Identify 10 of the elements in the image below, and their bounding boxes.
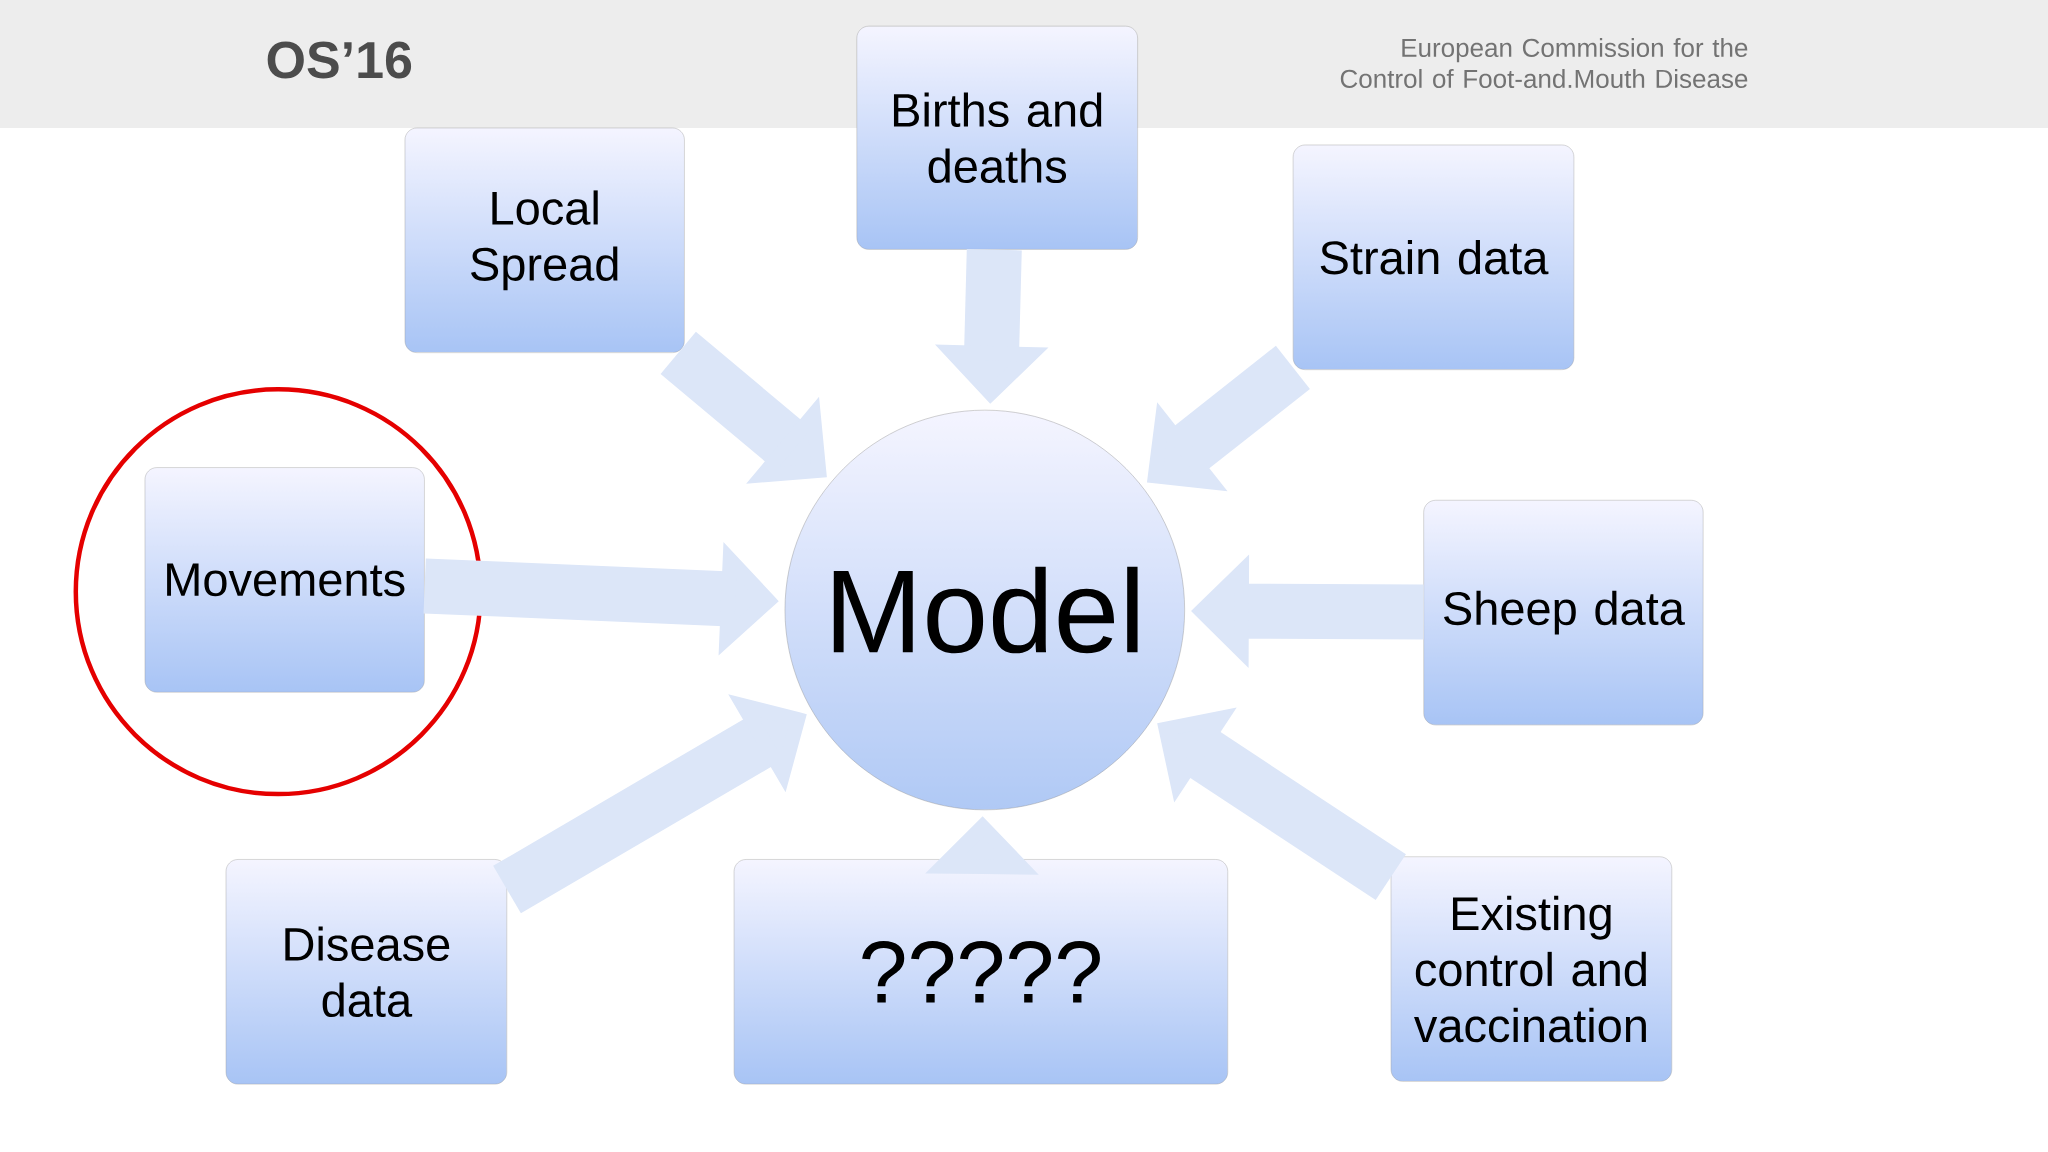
event-title: OS’16: [267, 41, 412, 79]
input-box: Local Spread: [404, 127, 685, 353]
input-box: Movements: [144, 467, 425, 693]
input-box: Disease data: [225, 859, 507, 1085]
input-box: Existing control and vaccination: [1390, 856, 1672, 1082]
input-box: ?????: [733, 859, 1228, 1085]
input-box: Strain data: [1292, 144, 1575, 370]
input-box: Sheep data: [1423, 500, 1704, 726]
input-box: Births and deaths: [856, 25, 1138, 250]
organisation-name: European Commission for the Control of Foot-and.Mouth Disease: [1340, 37, 1748, 89]
